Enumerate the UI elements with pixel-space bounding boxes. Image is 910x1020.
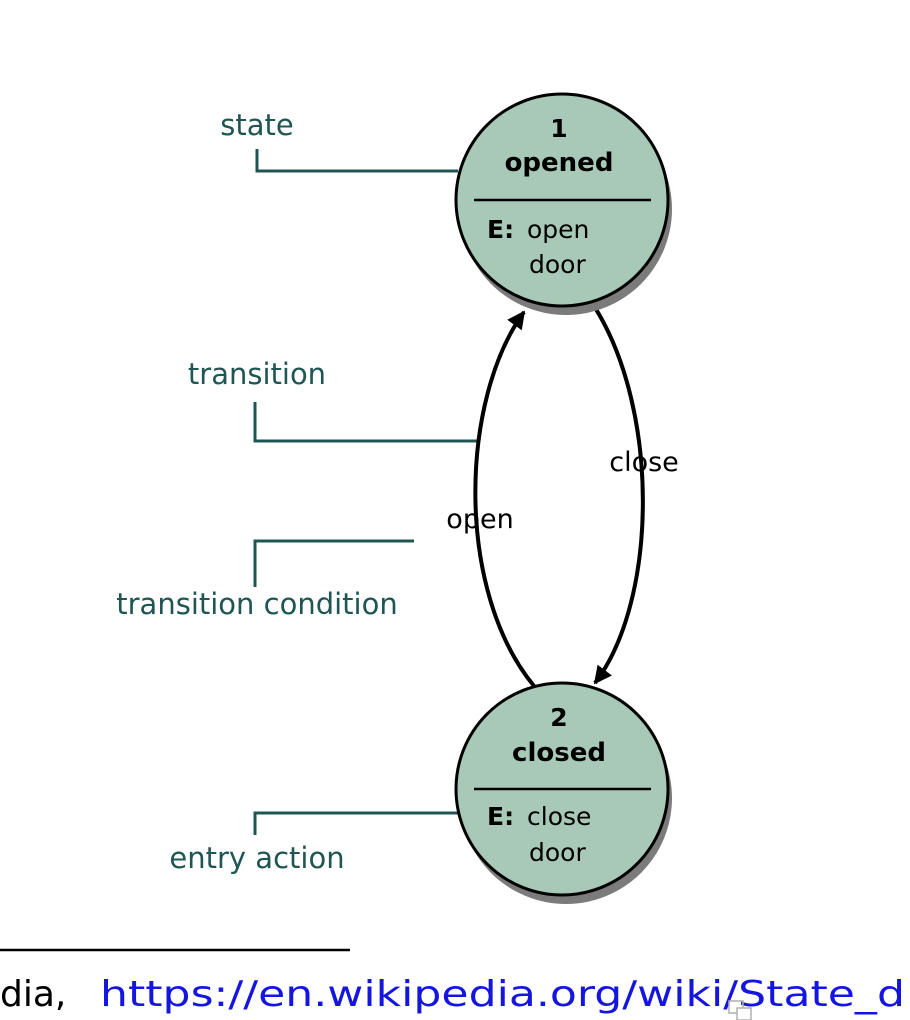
state-closed-number: 2 xyxy=(550,703,567,732)
footnote-source-link[interactable]: https://en.wikipedia.org/wiki/State_d xyxy=(100,974,905,1015)
annotation-condition-leader xyxy=(253,539,414,587)
external-link-icon xyxy=(728,1000,752,1020)
state-opened-entry-key: E: xyxy=(487,215,514,244)
state-closed-name: closed xyxy=(512,738,606,768)
state-opened: 1 opened E: open door xyxy=(454,92,672,315)
state-closed-entry-key: E: xyxy=(487,802,514,831)
state-opened-entry-line2: door xyxy=(529,250,586,279)
transition-open-arrow xyxy=(473,310,536,688)
state-closed: 2 closed E: close door xyxy=(454,681,672,904)
transition-open-label: open xyxy=(446,504,513,535)
annotation-transition-label: transition xyxy=(188,357,326,391)
state-closed-entry-line2: door xyxy=(529,838,586,867)
annotation-transition-condition-label: transition condition xyxy=(116,587,397,621)
annotation-state-leader xyxy=(255,149,458,173)
transition-close-label: close xyxy=(609,447,679,478)
annotation-entry-leader xyxy=(253,811,458,835)
transition-close-arrow xyxy=(592,304,645,685)
annotation-entry-action-label: entry action xyxy=(169,841,344,875)
state-closed-entry-line1: close xyxy=(527,802,591,831)
footnote-source-prefix: dia, xyxy=(0,974,66,1015)
state-opened-number: 1 xyxy=(550,114,567,143)
state-opened-entry-line1: open xyxy=(527,215,589,244)
annotation-transition-leader xyxy=(253,402,480,443)
annotation-state-label: state xyxy=(220,108,293,142)
state-opened-name: opened xyxy=(505,148,614,178)
